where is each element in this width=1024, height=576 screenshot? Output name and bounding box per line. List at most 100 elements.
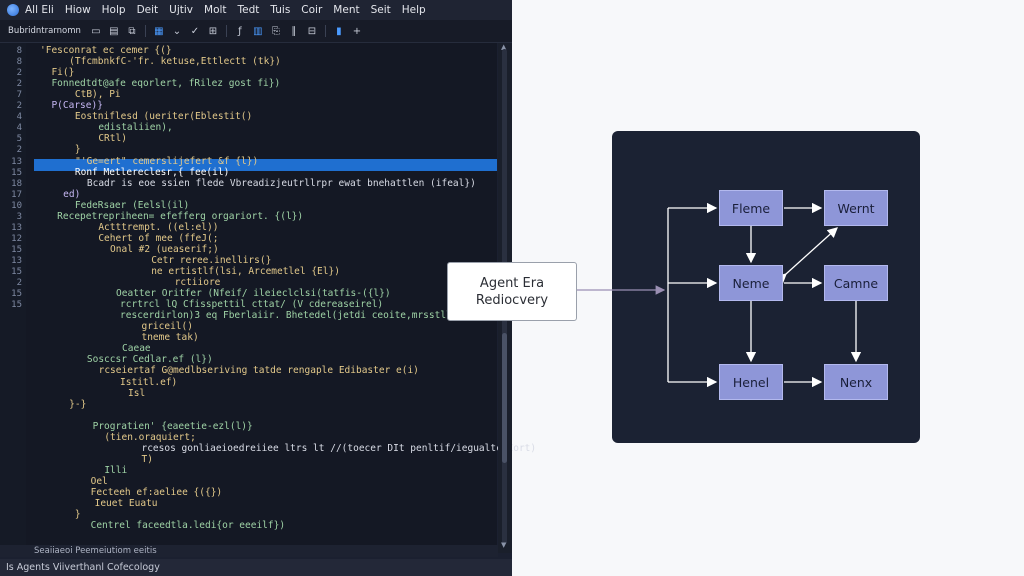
- check-icon[interactable]: ✓: [190, 25, 200, 37]
- node-top-right: Wernt: [824, 190, 888, 226]
- code-line: }-}: [52, 398, 87, 410]
- layout-icon[interactable]: ⊟: [307, 25, 317, 37]
- menu-item[interactable]: Ujtiv: [169, 4, 194, 16]
- line-number: 5: [16, 134, 22, 145]
- line-number: 15: [11, 289, 22, 300]
- line-number: 7: [16, 90, 22, 101]
- code-line: edistaliien),: [64, 122, 173, 134]
- code-line: griceil(): [90, 321, 193, 333]
- code-line: Cehert of mee (ffeJ(;: [64, 232, 219, 244]
- line-number: 15: [11, 267, 22, 277]
- line-number: 8: [16, 57, 22, 68]
- code-line: rcesos gonliaeioedreiiee ltrs lt //(toec…: [90, 442, 537, 454]
- code-line: Progratien' {eaeetie-ezl(l)}: [64, 420, 253, 432]
- toolbar: Bubridntrarnomn ▭ ▤ ⧉ ▦ ⌄ ✓ ⊞ ƒ ▥ ⎘ ∥ ⊟ …: [0, 20, 512, 43]
- menu-item[interactable]: Coir: [301, 4, 323, 16]
- bottom-status-bar: Is Agents Viiverthanl Cofecology: [0, 559, 512, 576]
- code-line: Sosccsr Cedlar.ef (l}): [64, 354, 213, 366]
- code-line: Ronf Metlereclesr,{ fee(il): [52, 166, 230, 178]
- code-line: tneme tak): [90, 332, 199, 344]
- node-top-left: Fleme: [719, 190, 783, 226]
- line-number: 10: [11, 200, 22, 211]
- code-line: P(Carse)}: [40, 100, 103, 112]
- code-line: Eostniflesd (ueriter(Eblestit(): [52, 111, 253, 123]
- chevron-down-icon[interactable]: ⌄: [172, 25, 182, 37]
- menu-item[interactable]: All Eli: [25, 4, 54, 16]
- code-line: ne ertistlf(lsi, Arcemetlel {El}): [94, 266, 340, 277]
- folder-icon[interactable]: ▭: [91, 25, 101, 37]
- code-line: T): [90, 453, 153, 465]
- code-line: FedeRsaer (Eelsl(il): [52, 199, 190, 211]
- line-number: 4: [16, 112, 22, 123]
- list-icon[interactable]: ▦: [154, 25, 164, 37]
- file-icon[interactable]: ▮: [336, 25, 342, 37]
- code-line: Illi: [70, 464, 128, 476]
- build-icon[interactable]: ⊞: [208, 25, 218, 37]
- add-icon[interactable]: +: [352, 25, 362, 37]
- menu-item[interactable]: Deit: [136, 4, 159, 16]
- code-line: Bcadr is eoe ssien flede Vbreadizjeutrll…: [64, 177, 476, 189]
- code-line: "'Ge=ert" cemerslijefert &f {l}): [58, 155, 259, 167]
- callout-line-1: Agent Era: [479, 275, 545, 291]
- code-line: rcseiertaf G@medlbseriving tatde rengapl…: [70, 365, 419, 377]
- code-line: Oel: [62, 475, 108, 487]
- code-line: Fonnedtdt@afe eqorlert, fRilez gost fi}): [40, 78, 281, 90]
- line-number: 8: [16, 46, 22, 56]
- debug-icon[interactable]: ⎘: [271, 25, 280, 37]
- scroll-down-icon[interactable]: ▼: [501, 541, 507, 549]
- selected-line-highlight: [34, 159, 497, 171]
- document-tab[interactable]: Bubridntrarnomn: [8, 26, 81, 36]
- node-bottom-left: Henel: [719, 364, 783, 400]
- code-line: Centrel faceedtla.ledi{or eeeilf}): [62, 520, 286, 532]
- code-line: Ieuet Euatu: [66, 498, 158, 510]
- code-line: Istitl.ef): [80, 376, 178, 388]
- line-number: 2: [16, 101, 22, 112]
- line-number: 2: [16, 278, 22, 289]
- code-line: }: [52, 509, 81, 521]
- line-number: 13: [11, 255, 22, 266]
- node-mid-right: Camne: [824, 265, 888, 301]
- code-line: Onal #2 (ueaserif;): [70, 243, 219, 255]
- run-icon[interactable]: ƒ: [238, 25, 242, 37]
- menu-item[interactable]: Hiow: [64, 4, 91, 16]
- code-line: ed): [46, 188, 81, 200]
- toolbar-divider: [144, 25, 146, 37]
- menu-item[interactable]: Holp: [101, 4, 126, 16]
- code-line: (tien.oraquiert;: [70, 431, 196, 443]
- copy-icon[interactable]: ⧉: [128, 25, 136, 37]
- grid-icon[interactable]: ▥: [253, 25, 263, 37]
- line-number: 18: [11, 178, 22, 189]
- code-line: CRtl): [64, 133, 127, 145]
- menu-item[interactable]: Help: [401, 4, 426, 16]
- line-number: 15: [11, 300, 22, 311]
- toolbar-divider: [225, 25, 227, 37]
- line-number: 2: [16, 68, 22, 79]
- code-line: rctiiore: [106, 277, 221, 289]
- line-number: 12: [11, 233, 22, 244]
- line-number: 17: [11, 189, 22, 200]
- toolbar-divider: [324, 25, 326, 37]
- code-line: Caeae: [82, 343, 151, 355]
- menu-item[interactable]: Tuis: [270, 4, 291, 16]
- menu-item[interactable]: Tedt: [237, 4, 260, 16]
- line-number: 3: [16, 211, 22, 222]
- code-line: Fi(}: [40, 67, 75, 79]
- code-line: Actttrempt. ((el:el)): [64, 221, 219, 233]
- node-mid-left: Neme: [719, 265, 783, 301]
- app-logo-icon: [7, 4, 19, 16]
- scroll-up-icon[interactable]: ▲: [501, 43, 507, 51]
- node-bottom-right: Nenx: [824, 364, 888, 400]
- menu-bar: All Eli Hiow Holp Deit Ujtiv Molt Tedt T…: [0, 0, 512, 20]
- code-line: }: [52, 144, 81, 156]
- line-number: 13: [11, 156, 22, 167]
- pause-icon[interactable]: ∥: [291, 25, 297, 37]
- scroll-thumb[interactable]: [502, 333, 507, 463]
- line-number: 13: [11, 222, 22, 233]
- menu-item[interactable]: Ment: [333, 4, 360, 16]
- save-icon[interactable]: ▤: [109, 25, 119, 37]
- menu-item[interactable]: Seit: [370, 4, 391, 16]
- menu-item[interactable]: Molt: [204, 4, 227, 16]
- line-number: 2: [16, 145, 22, 156]
